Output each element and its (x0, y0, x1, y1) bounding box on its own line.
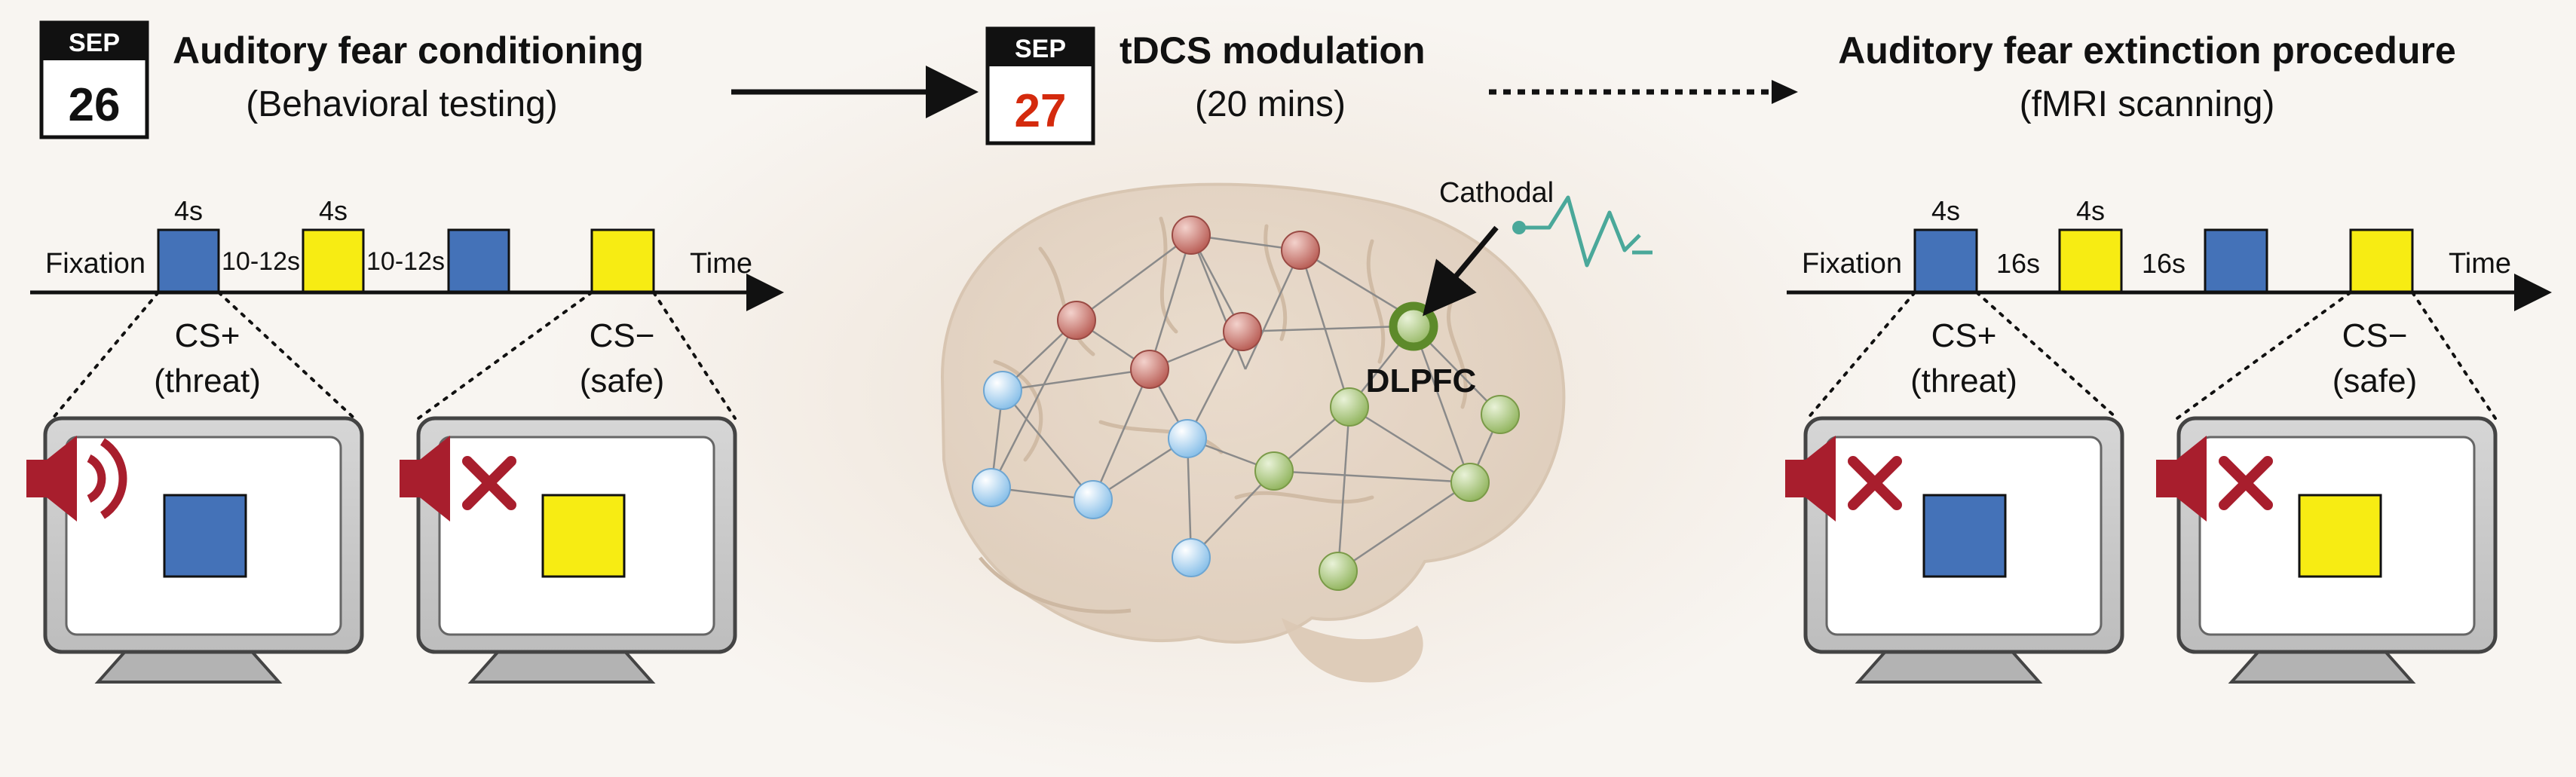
dotted-arrow-head (1772, 80, 1798, 104)
interval-label: 10-12s (366, 247, 445, 276)
cs-plus-stimulus-block (2204, 228, 2268, 293)
network-node (1172, 538, 1211, 577)
cs-minus-square (541, 494, 626, 578)
calendar-day: 26 (69, 79, 121, 131)
network-node (983, 371, 1022, 410)
calendar-icon: SEP 27 (985, 26, 1095, 145)
cathodal-electrode: Cathodal (1423, 177, 1652, 317)
cs-minus-stimulus-block (590, 228, 655, 293)
stim-duration-label: 4s (174, 195, 203, 226)
cs-label: CS+ (1931, 317, 1997, 354)
fixation-label: Fixation (1802, 248, 1902, 280)
fixation-label: Fixation (45, 248, 145, 280)
stim-duration-label: 4s (319, 195, 348, 226)
timeline: Fixation Time 4s 4s 16s 16s (1787, 195, 2552, 311)
cs-minus-square (2298, 494, 2382, 578)
cs-minus-stimulus-block (302, 228, 365, 293)
cs-sublabel: (safe) (2332, 362, 2417, 399)
cs-plus-stimulus-block (447, 228, 510, 293)
step-title: Auditory fear conditioning (173, 29, 644, 72)
cs-plus-square (163, 494, 247, 578)
network-node (1281, 231, 1320, 270)
interval-label: 10-12s (222, 247, 300, 276)
network-node (1130, 350, 1169, 389)
dlpfc-label: DLPFC (1366, 362, 1477, 399)
step-subtitle: (fMRI scanning) (2020, 84, 2275, 124)
time-label: Time (690, 248, 752, 280)
cs-plus-stimulus-block (157, 228, 220, 293)
cathodal-label: Cathodal (1439, 177, 1554, 209)
cs-minus-panel: CS− (safe) (2156, 291, 2498, 684)
stimulation-waveform-icon (1512, 195, 1652, 268)
network-node (1254, 451, 1294, 491)
cs-label: CS− (2342, 317, 2408, 354)
network-node (1319, 552, 1358, 591)
cs-label: CS+ (175, 317, 240, 354)
timeline: Fixation Time 4s 4s 10-12s 10-12s (30, 195, 784, 311)
step-subtitle: (Behavioral testing) (246, 84, 558, 124)
cs-minus-panel: CS− (safe) (400, 291, 737, 684)
network-nodes (972, 216, 1520, 591)
cs-minus-stimulus-block (2349, 228, 2414, 293)
network-node (972, 468, 1011, 507)
network-node (1168, 419, 1207, 458)
cs-minus-stimulus-block (2058, 228, 2123, 293)
dlpfc-node (1389, 301, 1438, 351)
cs-plus-panel: CS+ (threat) (26, 291, 364, 684)
brain-illustration (940, 182, 1566, 683)
interval-label: 16s (1996, 248, 2040, 279)
step-title: tDCS modulation (1120, 29, 1426, 72)
network-node (1223, 312, 1262, 351)
cs-label: CS− (590, 317, 655, 354)
calendar-day: 27 (1015, 85, 1067, 137)
cs-plus-square (1922, 494, 2007, 578)
calendar-month: SEP (1015, 35, 1066, 63)
network-node (1074, 480, 1113, 519)
speaker-muted-icon (400, 436, 516, 522)
stim-duration-label: 4s (1931, 195, 1960, 226)
network-node (1172, 216, 1211, 255)
step-conditioning: SEP 26 Auditory fear conditioning (Behav… (26, 20, 784, 684)
network-node (1481, 395, 1520, 434)
interval-label: 16s (2142, 248, 2185, 279)
step-extinction: Auditory fear extinction procedure (fMRI… (1785, 29, 2552, 684)
network-node (1450, 463, 1490, 502)
cs-plus-panel: CS+ (threat) (1785, 291, 2124, 684)
cs-sublabel: (threat) (154, 362, 261, 399)
speaker-on-icon (26, 436, 127, 522)
step-tdcs: SEP 27 tDCS modulation (20 mins) (940, 26, 1652, 683)
speaker-muted-icon (1785, 436, 1902, 522)
calendar-month: SEP (69, 29, 120, 57)
cs-sublabel: (safe) (580, 362, 664, 399)
network-node (1057, 301, 1096, 340)
step-subtitle: (20 mins) (1195, 84, 1346, 124)
time-label: Time (2449, 248, 2511, 280)
cs-sublabel: (threat) (1910, 362, 2017, 399)
step-title: Auditory fear extinction procedure (1838, 29, 2456, 72)
speaker-muted-icon (2156, 436, 2273, 522)
calendar-icon: SEP 26 (39, 20, 149, 139)
network-node (1330, 387, 1369, 427)
cs-plus-stimulus-block (1913, 228, 1978, 293)
stim-duration-label: 4s (2076, 195, 2105, 226)
